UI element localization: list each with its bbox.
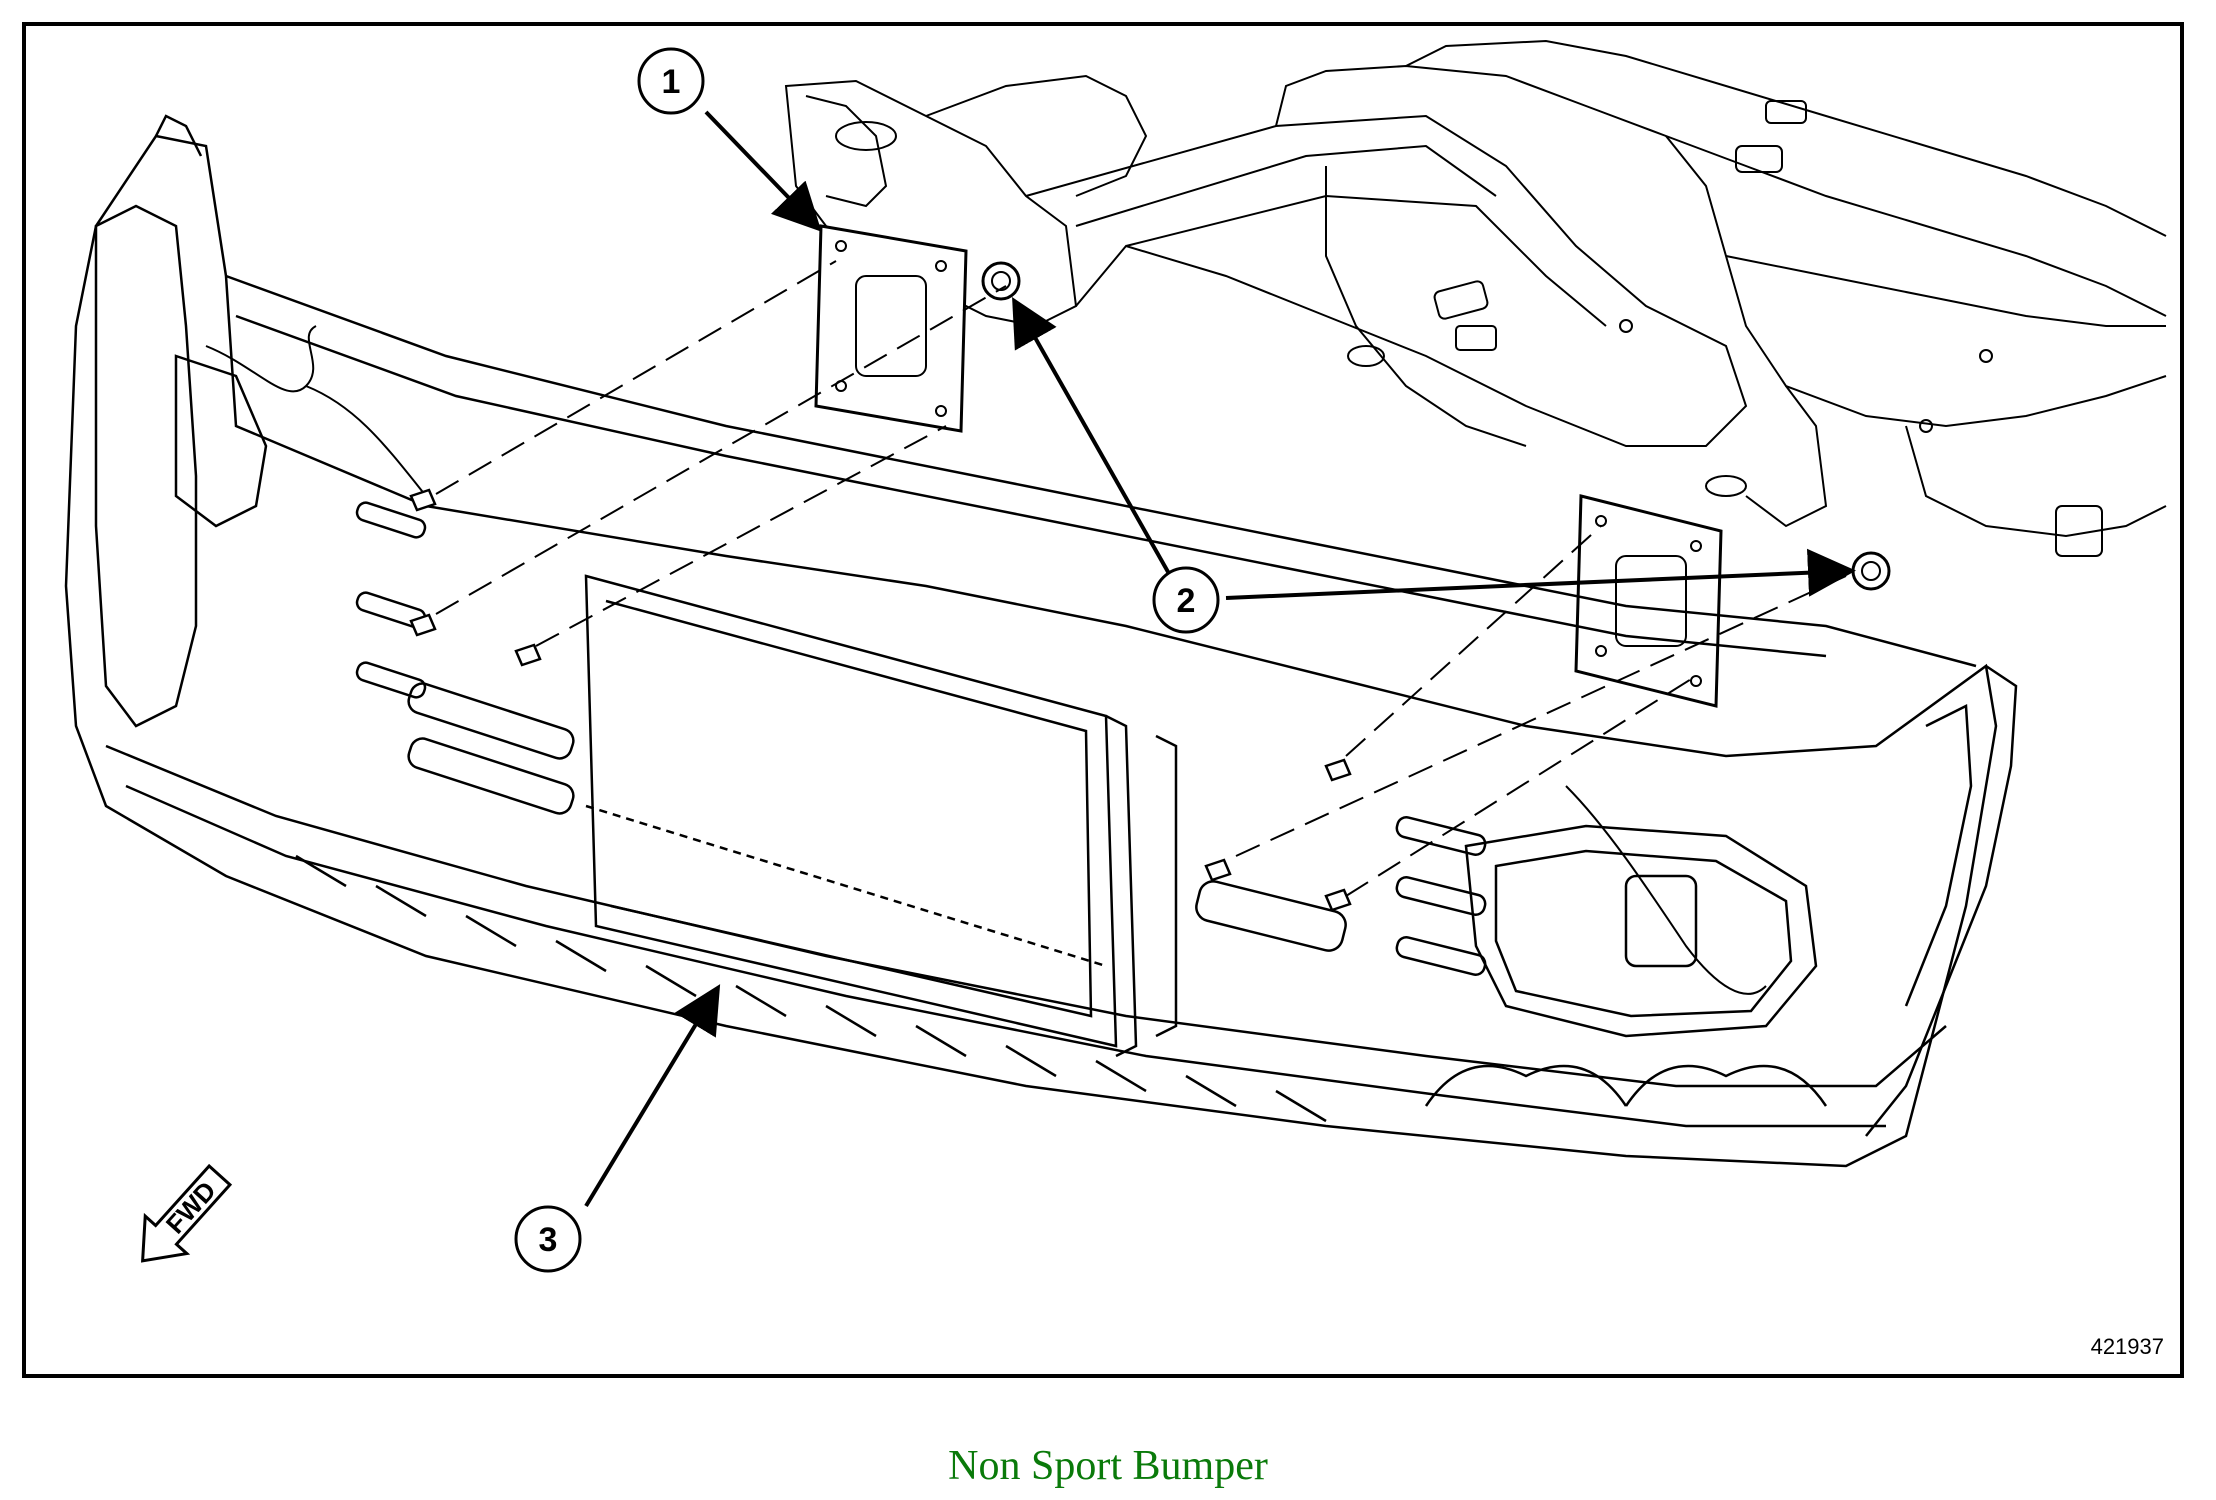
callout-2-circle <box>1152 566 1220 634</box>
vehicle-frame-rails <box>784 39 2167 557</box>
callout-2: 2 <box>1012 297 1856 634</box>
callout-3: 3 <box>514 984 721 1273</box>
callout-1: 1 <box>637 47 822 232</box>
callout-1-label: 1 <box>662 63 681 101</box>
left-mounting-plate <box>814 224 968 433</box>
bumper-nut-left <box>981 261 1021 301</box>
diagram-frame: 1 2 3 FWD 421937 <box>22 22 2184 1378</box>
callout-2-label: 2 <box>1177 582 1196 620</box>
callout-3-circle <box>514 1205 582 1273</box>
figure-caption: Non Sport Bumper <box>948 1443 1268 1489</box>
right-mounting-plate <box>1574 494 1723 708</box>
bumper-studs <box>409 488 1352 912</box>
bumper-nut-right <box>1851 551 1891 591</box>
bumper-exploded-view: 1 2 3 FWD <box>64 39 2167 1273</box>
bumper-fascia <box>64 114 2018 1168</box>
fwd-arrow-icon: FWD <box>141 1163 233 1263</box>
callout-1-circle <box>637 47 705 115</box>
alignment-lines <box>435 260 1847 897</box>
figure-reference-number: 421937 <box>2090 1334 2164 1359</box>
callout-3-label: 3 <box>539 1221 558 1259</box>
